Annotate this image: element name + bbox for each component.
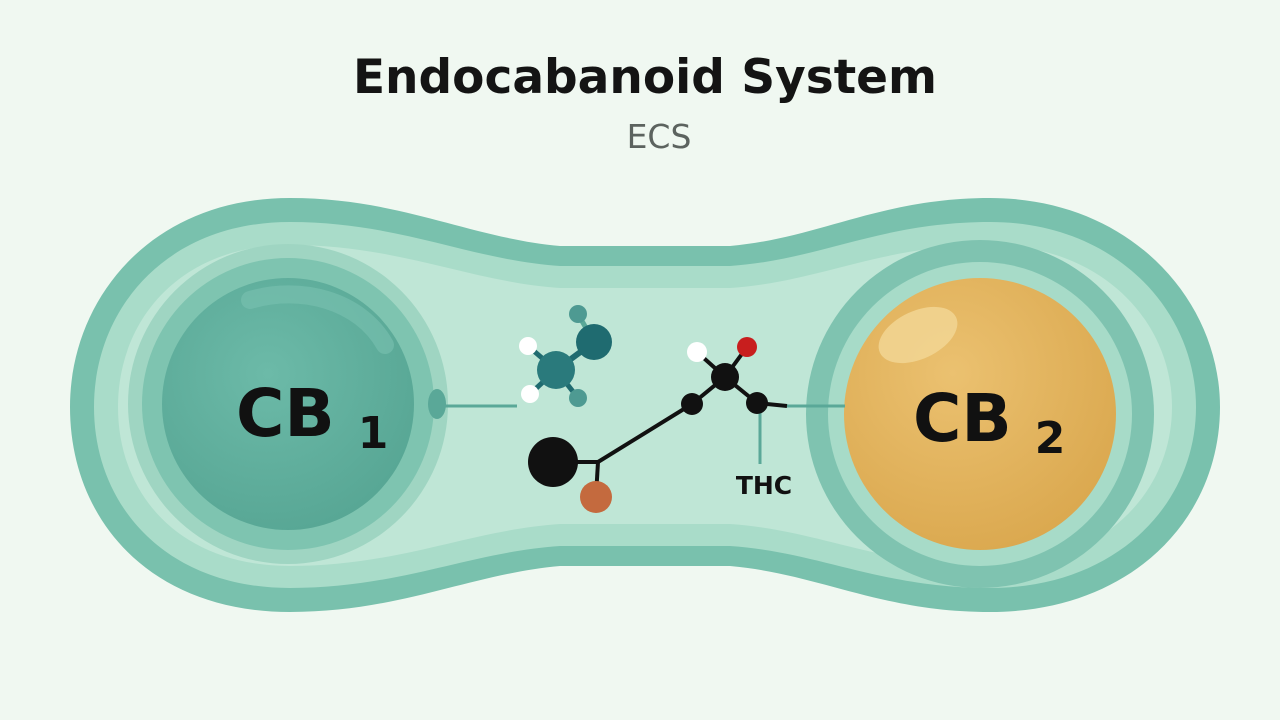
atom-teal-small (569, 305, 587, 323)
cb1-receptor-shine (241, 285, 394, 354)
atom-teal-large (576, 324, 612, 360)
cb1-label: CB 1 (236, 375, 388, 459)
cb2-label: CB 2 (913, 380, 1065, 464)
atom-white (687, 342, 707, 362)
diagram-subtitle: ECS (627, 117, 692, 156)
diagram-title: Endocabanoid System (353, 50, 937, 105)
cb2-receptor-highlight (878, 306, 958, 364)
thc-label: THC (736, 471, 792, 500)
atom-orange (580, 481, 612, 513)
cb1-label-subscript: 1 (358, 408, 389, 459)
atom-black (681, 393, 703, 415)
thc-molecule (528, 337, 788, 513)
atom-teal-center (537, 351, 575, 389)
atom-white (521, 385, 539, 403)
cb1-receptor-port (428, 389, 446, 419)
cb1-receptor (162, 278, 414, 530)
atom-black (746, 392, 768, 414)
atom-white (519, 337, 537, 355)
atom-black (711, 363, 739, 391)
cb1-label-main: CB (236, 375, 335, 452)
cb2-label-subscript: 2 (1035, 413, 1066, 464)
atom-black-large (528, 437, 578, 487)
atom-teal-small (569, 389, 587, 407)
small-molecule (519, 305, 612, 407)
atom-red (737, 337, 757, 357)
cb2-label-main: CB (913, 380, 1012, 457)
